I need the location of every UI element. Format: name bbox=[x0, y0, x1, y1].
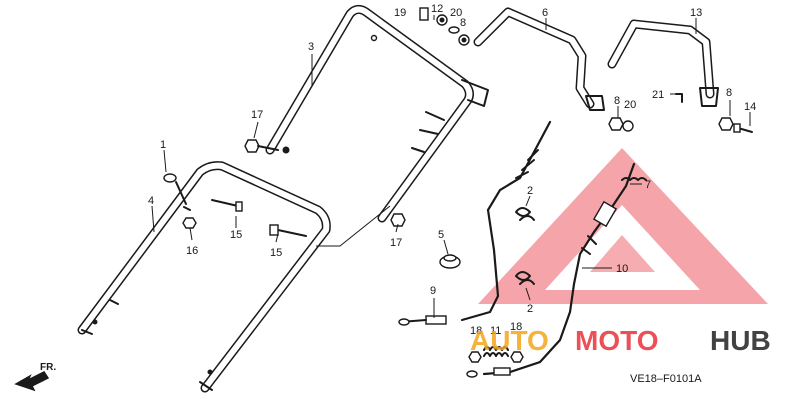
callout-20b: 20 bbox=[624, 99, 636, 111]
callout-2a: 2 bbox=[527, 185, 533, 197]
direction-label: FR. bbox=[40, 362, 56, 373]
callout-9: 9 bbox=[430, 285, 436, 297]
control-bar-6 bbox=[473, 7, 605, 111]
callout-4: 4 bbox=[148, 195, 154, 207]
callout-5: 5 bbox=[438, 229, 444, 241]
callout-14: 14 bbox=[744, 101, 756, 113]
callout-3: 3 bbox=[308, 41, 314, 53]
control-bar-13 bbox=[607, 19, 719, 107]
callout-11: 11 bbox=[490, 325, 501, 337]
callout-21: 21 bbox=[652, 89, 664, 101]
direction-arrow: FR. bbox=[14, 362, 56, 392]
callout-8b: 8 bbox=[614, 95, 620, 107]
callouts: 1 2 2 3 4 5 6 7 8 8 8 9 10 11 12 13 14 1… bbox=[148, 3, 756, 337]
callout-2b: 2 bbox=[527, 303, 533, 315]
callout-15b: 15 bbox=[270, 247, 282, 259]
callout-18a: 18 bbox=[470, 325, 482, 337]
callout-10: 10 bbox=[616, 263, 628, 275]
callout-13: 13 bbox=[690, 7, 702, 19]
upper-handle bbox=[265, 4, 489, 223]
callout-18b: 18 bbox=[510, 321, 522, 333]
callout-6: 6 bbox=[542, 7, 548, 19]
callout-7: 7 bbox=[645, 179, 651, 191]
leader-lines bbox=[151, 15, 751, 318]
callout-20a: 20 bbox=[450, 7, 462, 19]
callout-1: 1 bbox=[160, 139, 166, 151]
lower-handle bbox=[77, 161, 331, 393]
hardware bbox=[163, 7, 753, 363]
callout-17a: 17 bbox=[251, 109, 263, 121]
callout-16: 16 bbox=[186, 245, 198, 257]
callout-17b: 17 bbox=[390, 237, 402, 249]
watermark-text: AUTO MOTO HUB bbox=[470, 325, 771, 356]
cables bbox=[398, 120, 647, 378]
diagram-code: VE18–F0101A bbox=[630, 373, 702, 385]
watermark-word-auto: AUTO bbox=[470, 325, 549, 356]
callout-19: 19 bbox=[394, 7, 406, 19]
callout-8c: 8 bbox=[726, 87, 732, 99]
callout-15a: 15 bbox=[230, 229, 242, 241]
watermark-logo bbox=[478, 148, 768, 304]
watermark-word-moto: MOTO bbox=[575, 325, 658, 356]
callout-12: 12 bbox=[431, 3, 443, 15]
watermark-word-hub: HUB bbox=[710, 325, 771, 356]
callout-8a: 8 bbox=[460, 17, 466, 29]
